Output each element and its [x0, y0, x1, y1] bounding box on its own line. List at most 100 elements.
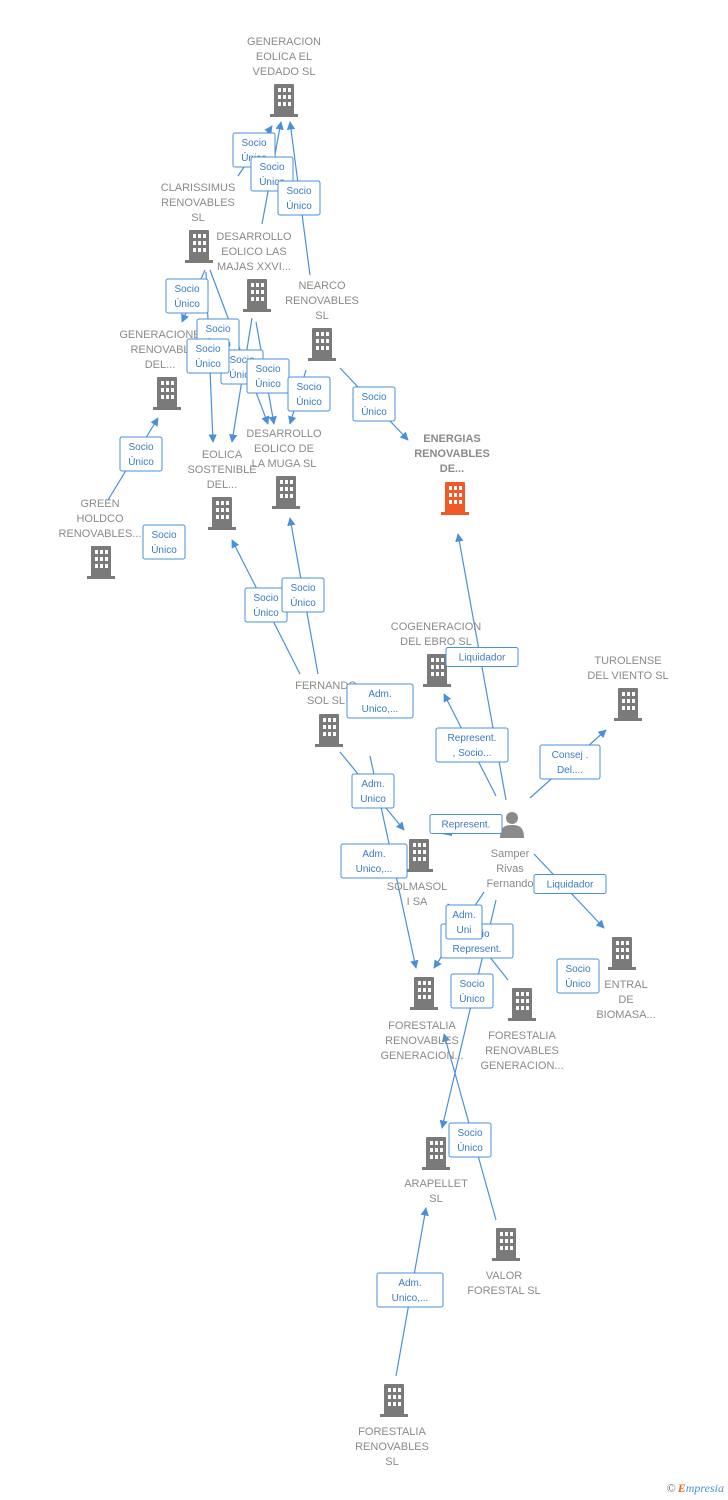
edge-label-22-frame [450, 973, 494, 1009]
edge-label-15-text: Del.... [557, 765, 583, 776]
edge-label-2-frame [277, 180, 321, 216]
node-label: VEDADO SL [253, 66, 316, 78]
biomasa_badge-text: Único [565, 977, 591, 990]
node-label: RENOVABLES [385, 1035, 459, 1047]
edge-label-21-text: Adm. [452, 910, 475, 921]
edge-label-16-text: Adm. [361, 779, 384, 790]
edge-label-13[interactable]: Liquidador [445, 647, 519, 667]
fernando_adm_badge[interactable]: Adm.Unico,... [346, 683, 414, 719]
fernando_adm_badge-text: Adm. [368, 689, 391, 700]
building-icon [185, 230, 213, 263]
node-label: DEL... [207, 479, 238, 491]
edge-label-24[interactable]: Adm.Unico,... [376, 1272, 444, 1308]
edge-label-18[interactable]: Liquidador [533, 874, 607, 894]
edge-label-23-frame [448, 1122, 492, 1158]
edge-labels-layer: SocioÚnicoSocioÚnicoSocioÚnicoSocioÚnico… [119, 132, 607, 1308]
edge-label-14-frame [435, 727, 509, 763]
edge-label-24-frame [376, 1272, 444, 1308]
edge-label-19-frame [340, 843, 408, 879]
empresia-logo[interactable]: ©Empresia [667, 1481, 724, 1496]
node-label: EOLICA EL [256, 51, 312, 63]
node-label: RENOVABLES... [59, 528, 142, 540]
edge-label-6-text: Socio [195, 344, 220, 355]
edge-label-2-text: Único [286, 199, 312, 212]
node-label: MAJAS XXVI... [217, 261, 291, 273]
edge-label-7-text: Único [255, 377, 281, 390]
edge-label-11-text: Único [253, 606, 279, 619]
edge-label-3-text: Socio [174, 284, 199, 295]
building-icon [380, 1384, 408, 1417]
building-icon [492, 1228, 520, 1261]
edge-label-16-text: Unico [360, 794, 386, 805]
edge-label-14[interactable]: Represent., Socio... [435, 727, 509, 763]
edge-label-17[interactable]: Represent. [429, 814, 503, 834]
edge-label-12-frame [281, 577, 325, 613]
edge-label-19[interactable]: Adm.Unico,... [340, 843, 408, 879]
node-gen_eolica_vedado[interactable]: GENERACION EOLICA EL VEDADO SL [247, 36, 321, 117]
copyright-symbol: © [666, 1481, 676, 1495]
node-energias_renovables[interactable]: ENERGIASRENOVABLESDE... [414, 433, 490, 515]
node-label: BIOMASA... [596, 1009, 655, 1021]
edge-label-21[interactable]: Adm.Uni [445, 904, 483, 940]
node-label: RENOVABLES [414, 448, 490, 460]
building-icon [153, 377, 181, 410]
node-label: GENERACIONE [119, 329, 200, 341]
node-label: ARAPELLET [404, 1178, 468, 1190]
node-label: FORESTALIA [488, 1030, 556, 1042]
node-label: GENERACION... [380, 1050, 463, 1062]
node-label: RENOVABL [130, 344, 189, 356]
node-label: GENERACION [247, 36, 321, 48]
edge-label-8-text: Socio [296, 382, 321, 393]
node-forestalia_gen1[interactable]: FORESTALIA RENOVABLES GENERACION... [380, 977, 464, 1062]
edge-label-16[interactable]: Adm. Unico [351, 773, 395, 809]
node-label: EOLICO DE [254, 443, 314, 455]
building-icon [508, 988, 536, 1021]
edge-label-7-frame [246, 358, 290, 394]
node-forestalia_gen2[interactable]: FORESTALIARENOVABLESGENERACION... [480, 988, 564, 1072]
node-generacione_renov[interactable]: GENERACIONERENOVABLDEL... [119, 329, 201, 410]
edge-label-15-frame [539, 744, 601, 780]
edge-label-15[interactable]: Consej .Del.... [539, 744, 601, 780]
biomasa_badge-frame [556, 958, 600, 994]
edge-label-22-text: Único [459, 992, 485, 1005]
node-green_holdco[interactable]: GREENHOLDCORENOVABLES... [59, 498, 142, 579]
edge-label-2-text: Socio [286, 186, 311, 197]
edge-label-8-text: Único [296, 395, 322, 408]
node-eolica_sostenible[interactable]: EOLICASOSTENIBLEDEL... [187, 449, 257, 530]
edge-label-20-text: Represent. [453, 944, 502, 955]
node-label: FERNANDO [295, 680, 357, 692]
node-label: SL [385, 1456, 398, 1468]
edge-label-13-frame [445, 647, 519, 667]
node-label: DE [618, 994, 633, 1006]
node-label: SOSTENIBLE [187, 464, 256, 476]
node-central_biomasa[interactable]: ENTRALDEBIOMASA... [596, 937, 656, 1021]
biomasa_badge-text: Socio [565, 964, 590, 975]
node-label: FORESTALIA [388, 1020, 456, 1032]
node-label: RENOVABLES [355, 1441, 429, 1453]
